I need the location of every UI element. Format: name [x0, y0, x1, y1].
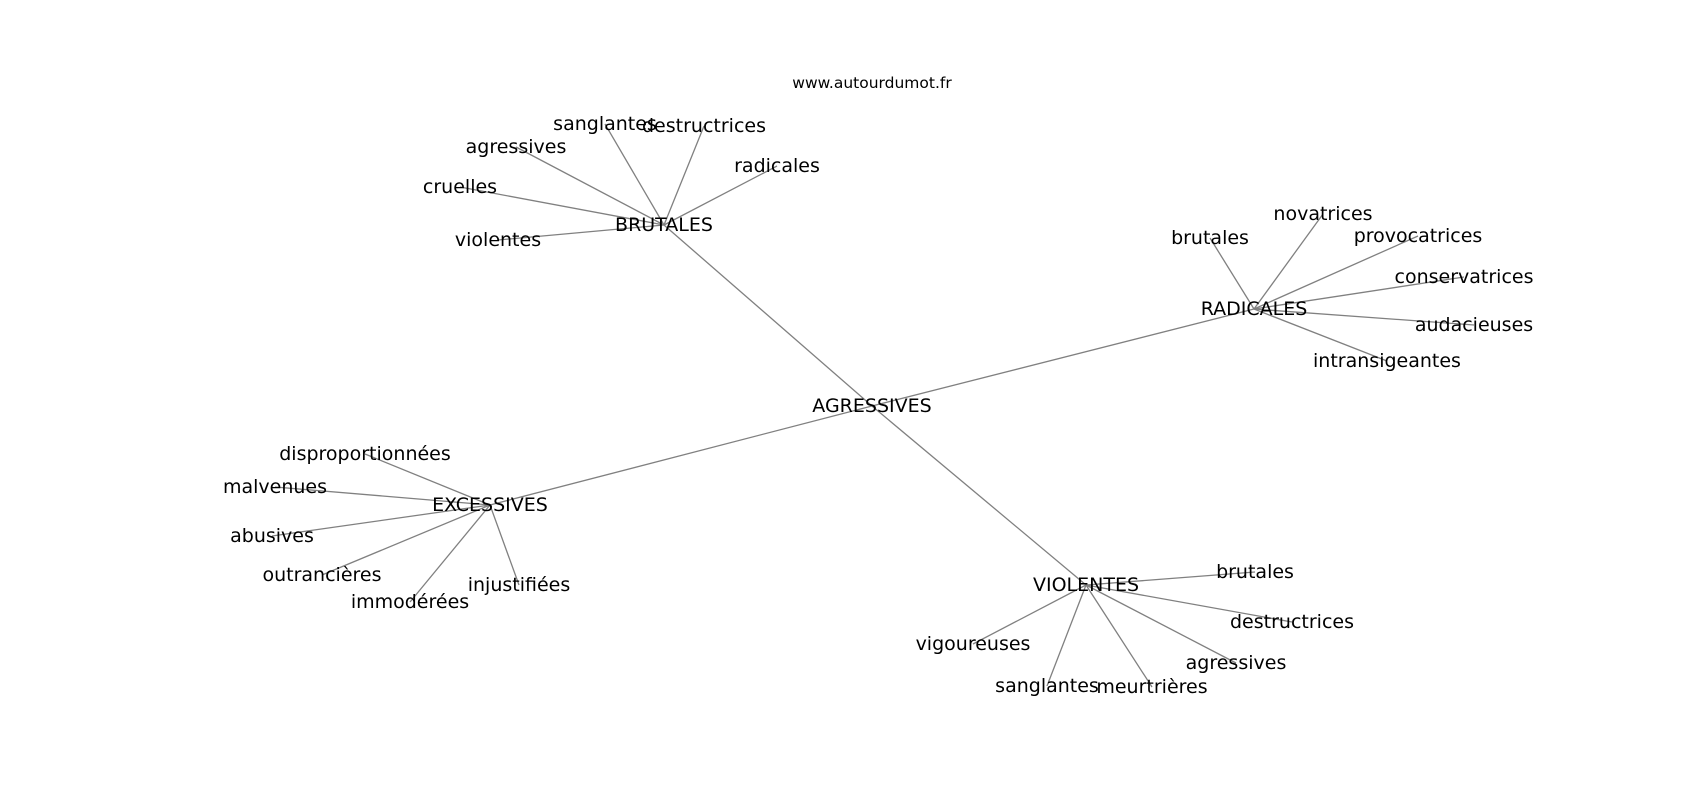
source-url: www.autourdumot.fr	[792, 74, 952, 92]
hub-node-label-excessives: EXCESSIVES	[432, 494, 548, 516]
edge-violentes-leaf	[1085, 571, 1256, 586]
leaf-node-label: meurtrières	[1096, 676, 1207, 698]
edge-excessives-leaf	[489, 504, 520, 586]
edge-radicales-leaf	[1253, 276, 1465, 310]
edge-radicales-leaf	[1253, 308, 1388, 362]
leaf-node-label: agressives	[466, 136, 567, 158]
hub-node-label-radicales: RADICALES	[1201, 298, 1308, 320]
edge-center-radicales	[871, 308, 1255, 407]
leaf-node-label: immodérées	[351, 591, 469, 613]
edge-radicales-leaf	[1253, 235, 1419, 310]
leaf-node-label: sanglantes	[553, 113, 657, 135]
leaf-node-label: novatrices	[1273, 203, 1372, 225]
edge-radicales-leaf	[1253, 213, 1324, 310]
edge-brutales-leaf	[604, 123, 665, 226]
center-node-label: AGRESSIVES	[812, 395, 931, 417]
leaf-node-label: abusives	[230, 525, 314, 547]
edge-excessives-leaf	[274, 486, 491, 506]
leaf-node-label: radicales	[734, 155, 820, 177]
leaf-node-label: brutales	[1171, 227, 1249, 249]
leaf-node-label: provocatrices	[1354, 225, 1483, 247]
leaf-node-label: audacieuses	[1415, 314, 1533, 336]
leaf-node-label: conservatrices	[1395, 266, 1534, 288]
edge-center-excessives	[489, 405, 873, 506]
leaf-node-label: violentes	[455, 229, 541, 251]
edge-excessives-leaf	[321, 504, 491, 576]
nodes: AGRESSIVESBRUTALESsanglantesdestructrice…	[223, 113, 1534, 698]
edge-brutales-leaf	[663, 125, 705, 226]
leaf-node-label: intransigeantes	[1313, 350, 1461, 372]
edge-brutales-leaf	[663, 165, 778, 226]
edge-excessives-leaf	[409, 504, 491, 603]
leaf-node-label: injustifiées	[468, 574, 571, 596]
edge-excessives-leaf	[271, 504, 491, 537]
hub-node-label-brutales: BRUTALES	[615, 214, 713, 236]
edge-brutales-leaf	[497, 224, 665, 241]
edge-violentes-leaf	[1085, 584, 1293, 623]
edge-radicales-leaf	[1209, 237, 1255, 310]
edge-excessives-leaf	[364, 453, 491, 506]
leaf-node-label: cruelles	[423, 176, 497, 198]
edge-violentes-leaf	[1046, 584, 1087, 687]
edge-violentes-leaf	[1085, 584, 1153, 688]
leaf-node-label: agressives	[1186, 652, 1287, 674]
edge-center-brutales	[663, 224, 873, 407]
leaf-node-label: destructrices	[1230, 611, 1354, 633]
leaf-node-label: vigoureuses	[916, 633, 1031, 655]
leaf-node-label: destructrices	[642, 115, 766, 137]
leaf-node-label: malvenues	[223, 476, 327, 498]
leaf-node-label: brutales	[1216, 561, 1294, 583]
edge-brutales-leaf	[515, 146, 665, 226]
leaf-node-label: outrancières	[262, 564, 381, 586]
edge-violentes-leaf	[1085, 584, 1237, 664]
edge-radicales-leaf	[1253, 308, 1475, 326]
leaf-node-label: sanglantes	[995, 675, 1099, 697]
edges	[271, 123, 1475, 688]
edge-brutales-leaf	[459, 186, 665, 226]
edge-center-violentes	[871, 405, 1087, 586]
edge-violentes-leaf	[972, 584, 1087, 645]
leaf-node-label: disproportionnées	[279, 443, 451, 465]
hub-node-label-violentes: VIOLENTES	[1033, 574, 1139, 596]
